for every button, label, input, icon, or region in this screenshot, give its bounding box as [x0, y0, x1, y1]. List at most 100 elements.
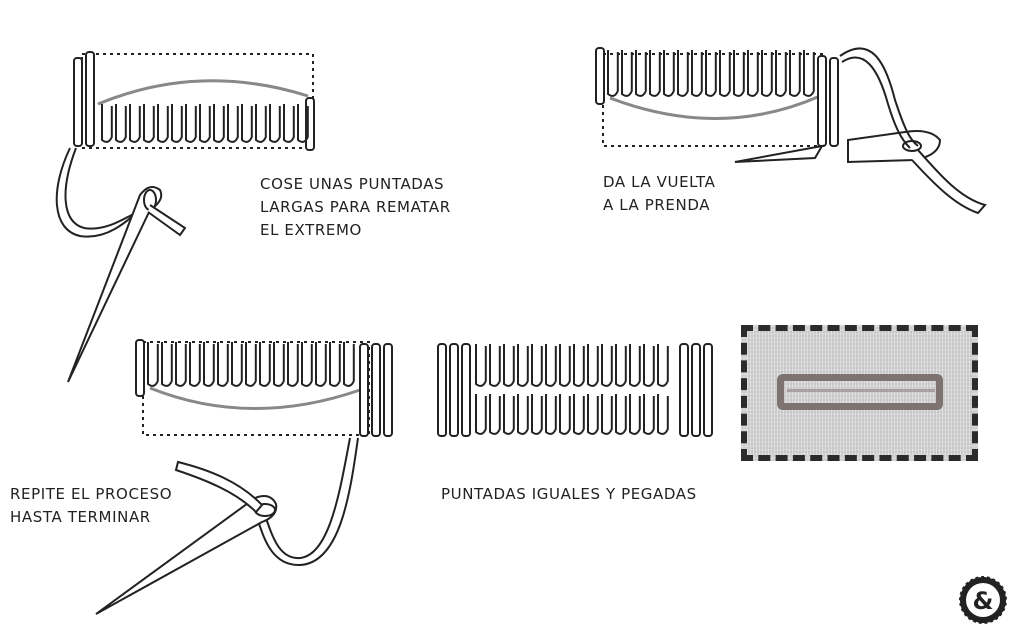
stitch-loop: [171, 104, 183, 143]
step-2-line-2: A LA PRENDA: [603, 196, 711, 214]
step-1-caption: COSE UNAS PUNTADAS LARGAS PARA REMATAR E…: [260, 173, 451, 242]
stitch-bar: [371, 343, 381, 437]
finished-buttonhole-photo: [741, 325, 978, 461]
needle-icon: [734, 144, 824, 163]
stitch-loop: [663, 50, 675, 97]
stitch-loop: [545, 344, 557, 387]
needle-icon: [847, 130, 942, 164]
stitch-loop: [475, 344, 487, 387]
stitch-loop: [615, 344, 627, 387]
step-1-line-2: LARGAS PARA REMATAR: [260, 198, 451, 216]
stitch-loop: [531, 344, 543, 387]
satin-stitches: [101, 104, 309, 143]
stitch-loop: [573, 394, 585, 435]
satin-stitches: [147, 342, 355, 387]
stitch-loop: [301, 342, 313, 387]
stitch-loop: [677, 50, 689, 97]
stitch-loop: [329, 342, 341, 387]
stitch-loop: [803, 50, 815, 97]
stitch-loop: [189, 342, 201, 387]
stitch-loop: [587, 344, 599, 387]
stitch-bar: [85, 51, 95, 147]
stitch-bar: [461, 343, 471, 437]
logo-symbol: &: [973, 587, 994, 615]
stitch-loop: [217, 342, 229, 387]
fabric-texture: [747, 331, 972, 455]
thread-icon: [174, 460, 264, 514]
stitch-loop: [157, 104, 169, 143]
stitch-loop: [199, 104, 211, 143]
stitch-loop: [615, 394, 627, 435]
stitch-bar: [135, 339, 145, 397]
thread-icon: [147, 204, 187, 237]
stitch-loop: [489, 394, 501, 435]
panel-1-illustration: [55, 51, 315, 383]
stitch-loop: [255, 104, 267, 143]
gray-thread: [609, 94, 821, 120]
stitch-loop: [273, 342, 285, 387]
thread-icon: [64, 147, 151, 230]
stitch-loop: [259, 342, 271, 387]
buttonhole-stitching: [777, 374, 943, 410]
stitch-loop: [629, 344, 641, 387]
step-2-caption: DA LA VUELTA A LA PRENDA: [603, 171, 716, 217]
stitch-loop: [503, 394, 515, 435]
panel-3-illustration: [95, 339, 393, 615]
step-1-line-1: COSE UNAS PUNTADAS: [260, 175, 445, 193]
panel-2-illustration: [595, 47, 987, 215]
step-3-line-2: HASTA TERMINAR: [10, 508, 151, 526]
stitch-loop: [297, 104, 309, 143]
gray-thread: [149, 386, 361, 410]
ampersand-logo-icon: &: [958, 575, 1008, 625]
stitch-loop: [789, 50, 801, 97]
stitch-loop: [241, 104, 253, 143]
step-2-line-1: DA LA VUELTA: [603, 173, 716, 191]
stitch-loop: [747, 50, 759, 97]
stitch-loop: [545, 394, 557, 435]
stitch-bar: [829, 57, 839, 147]
thread-icon: [841, 56, 911, 149]
stitch-loop: [283, 104, 295, 143]
satin-stitches: [475, 344, 669, 435]
panel-4-illustration: [437, 343, 713, 437]
needle-icon: [95, 495, 278, 615]
stitch-loop: [517, 394, 529, 435]
stitch-loop: [607, 50, 619, 97]
stitch-loop: [287, 342, 299, 387]
logo-scallop: [958, 575, 1008, 625]
stitch-loop: [129, 104, 141, 143]
stitch-loop: [635, 50, 647, 97]
step-3-caption: REPITE EL PROCESO HASTA TERMINAR: [10, 483, 172, 529]
stitch-loop: [213, 104, 225, 143]
thread-icon: [839, 47, 919, 147]
stitch-bar: [817, 55, 827, 147]
stitch-loop: [203, 342, 215, 387]
stitch-loop: [629, 394, 641, 435]
stitch-loop: [489, 344, 501, 387]
stitch-loop: [245, 342, 257, 387]
stitch-bar: [449, 343, 459, 437]
stitch-loop: [643, 344, 655, 387]
step-4-caption: PUNTADAS IGUALES Y PEGADAS: [441, 483, 697, 506]
stitch-bar: [679, 343, 689, 437]
step-4-line-1: PUNTADAS IGUALES Y PEGADAS: [441, 485, 697, 503]
buttonhole-slit: [787, 389, 935, 392]
stitch-loop: [161, 342, 173, 387]
end-bar-stitches: [595, 47, 839, 147]
stitch-loop: [573, 344, 585, 387]
stitch-loop: [475, 394, 487, 435]
stitch-loop: [705, 50, 717, 97]
stitch-loop: [147, 342, 159, 387]
stitch-loop: [601, 394, 613, 435]
stitch-loop: [691, 50, 703, 97]
stitch-loop: [231, 342, 243, 387]
thread-icon: [911, 149, 987, 215]
stitch-loop: [143, 104, 155, 143]
end-bar-stitches: [437, 343, 713, 437]
stitch-bar: [437, 343, 447, 437]
stitch-loop: [503, 344, 515, 387]
stitch-bar: [691, 343, 701, 437]
stitch-loop: [559, 394, 571, 435]
